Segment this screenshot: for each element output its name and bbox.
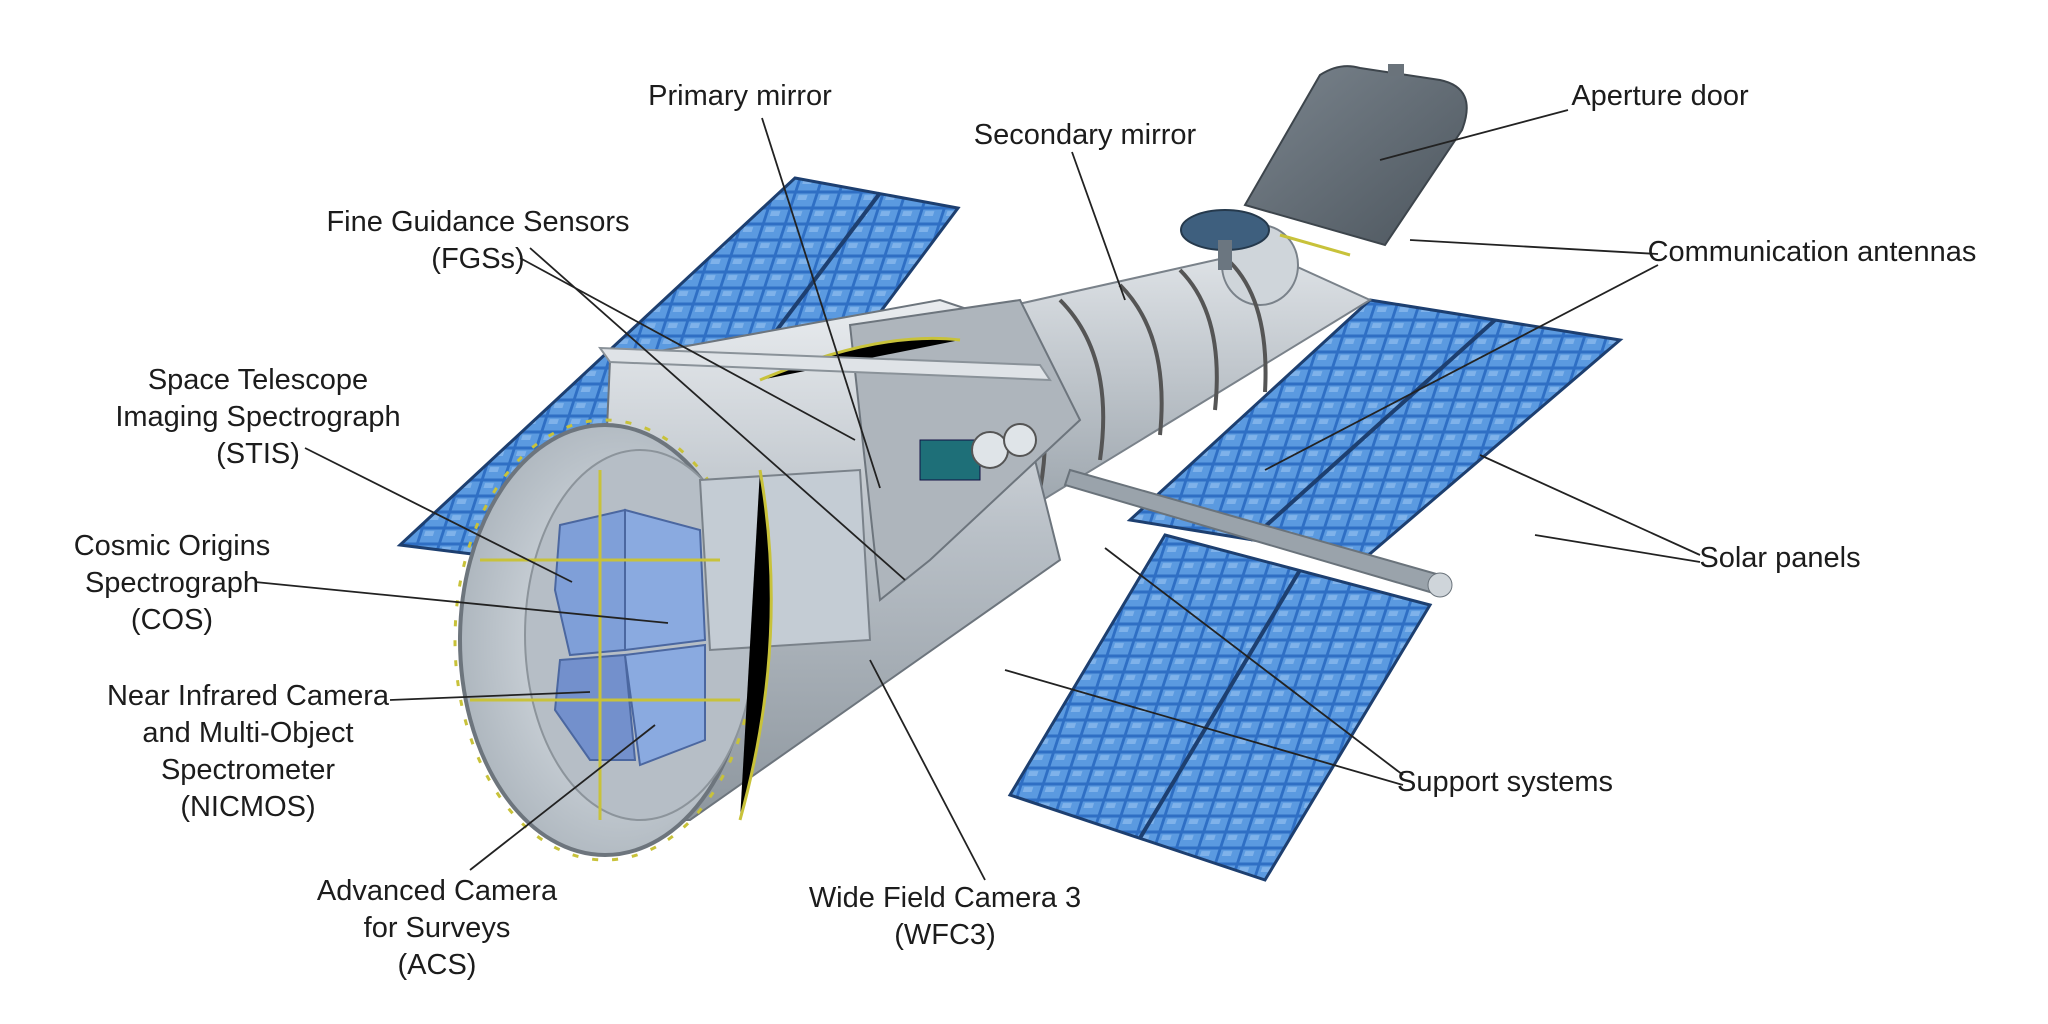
leader-fgs-a <box>529 247 906 581</box>
label-aperture-door: Aperture door <box>1571 80 1749 112</box>
leader-solar-panel-b <box>1534 534 1701 563</box>
label-wfc3: Wide Field Camera 3 (WFC3) <box>808 882 1082 951</box>
leader-fgs-b <box>519 257 856 441</box>
leader-solar-panel-a <box>1479 454 1701 556</box>
label-fine-guidance-sensors: Fine Guidance Sensors (FGSs) <box>326 206 630 275</box>
aperture-door <box>1243 64 1468 247</box>
label-communication-antennas: Communication antennas <box>1647 236 1977 268</box>
label-cos: Cosmic Origins Spectrograph (COS) <box>73 530 271 636</box>
leader-communication-mast <box>1264 264 1659 471</box>
label-nicmos: Near Infrared Camera and Multi-Object Sp… <box>106 680 390 823</box>
leader-wfc3 <box>869 659 986 881</box>
leader-acs <box>469 724 656 871</box>
leader-support-a <box>1104 547 1404 776</box>
label-solar-panels: Solar panels <box>1699 542 1861 574</box>
leader-stis <box>304 447 573 583</box>
solar-array-mast <box>598 346 1453 598</box>
leader-support-b <box>1004 669 1404 786</box>
label-support-systems: Support systems <box>1397 766 1613 798</box>
leader-primary-mirror <box>761 117 881 489</box>
leader-lines <box>254 109 1701 881</box>
label-secondary-mirror: Secondary mirror <box>973 119 1197 151</box>
label-primary-mirror: Primary mirror <box>648 80 832 112</box>
leader-nicmos <box>389 691 591 701</box>
label-acs: Advanced Camera for Surveys (ACS) <box>316 875 558 981</box>
solar-panel-front-right <box>1007 533 1433 882</box>
instruments <box>553 468 872 767</box>
leader-secondary-mirror <box>1071 151 1126 301</box>
leader-cos <box>254 581 669 624</box>
label-stis: Space Telescope Imaging Spectrograph (ST… <box>115 364 401 470</box>
leader-aperture-door <box>1379 109 1569 161</box>
communication-antenna-dish <box>1180 209 1270 270</box>
leader-communication-door <box>1409 239 1659 255</box>
